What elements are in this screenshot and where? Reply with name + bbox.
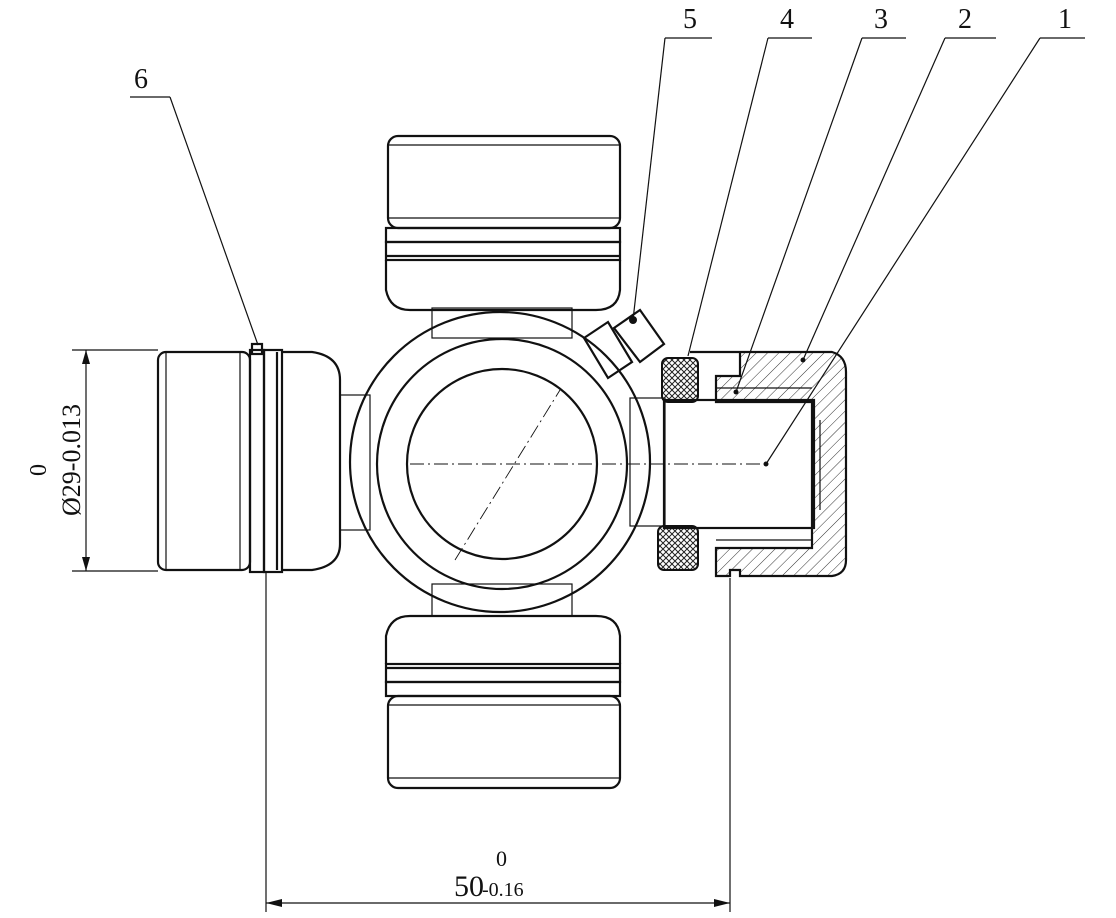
leader-lines — [130, 37, 1085, 465]
diameter-dev-label: 0 — [26, 464, 52, 476]
width-dimension: 0 50 -0.16 — [265, 572, 731, 912]
cross-body — [339, 307, 666, 617]
callout-2: 2 — [958, 4, 972, 35]
width-base-label: 50 — [454, 870, 484, 903]
callout-6: 6 — [134, 64, 148, 95]
width-lower-dev-label: -0.16 — [482, 879, 524, 901]
top-bearing-cup — [384, 134, 622, 312]
left-bearing-cup — [156, 342, 342, 574]
callout-1: 1 — [1058, 4, 1072, 35]
center-lines — [410, 389, 770, 561]
diameter-dimension: 0 Ø29-0.013 — [26, 349, 158, 572]
diameter-label: Ø29-0.013 — [57, 404, 86, 516]
bottom-bearing-cup — [384, 614, 622, 790]
callout-5: 5 — [683, 4, 697, 35]
callout-3: 3 — [874, 4, 888, 35]
right-bearing-cup-section — [657, 350, 848, 578]
callout-4: 4 — [780, 4, 794, 35]
grease-nipple — [582, 308, 666, 380]
width-upper-dev-label: 0 — [496, 846, 507, 871]
